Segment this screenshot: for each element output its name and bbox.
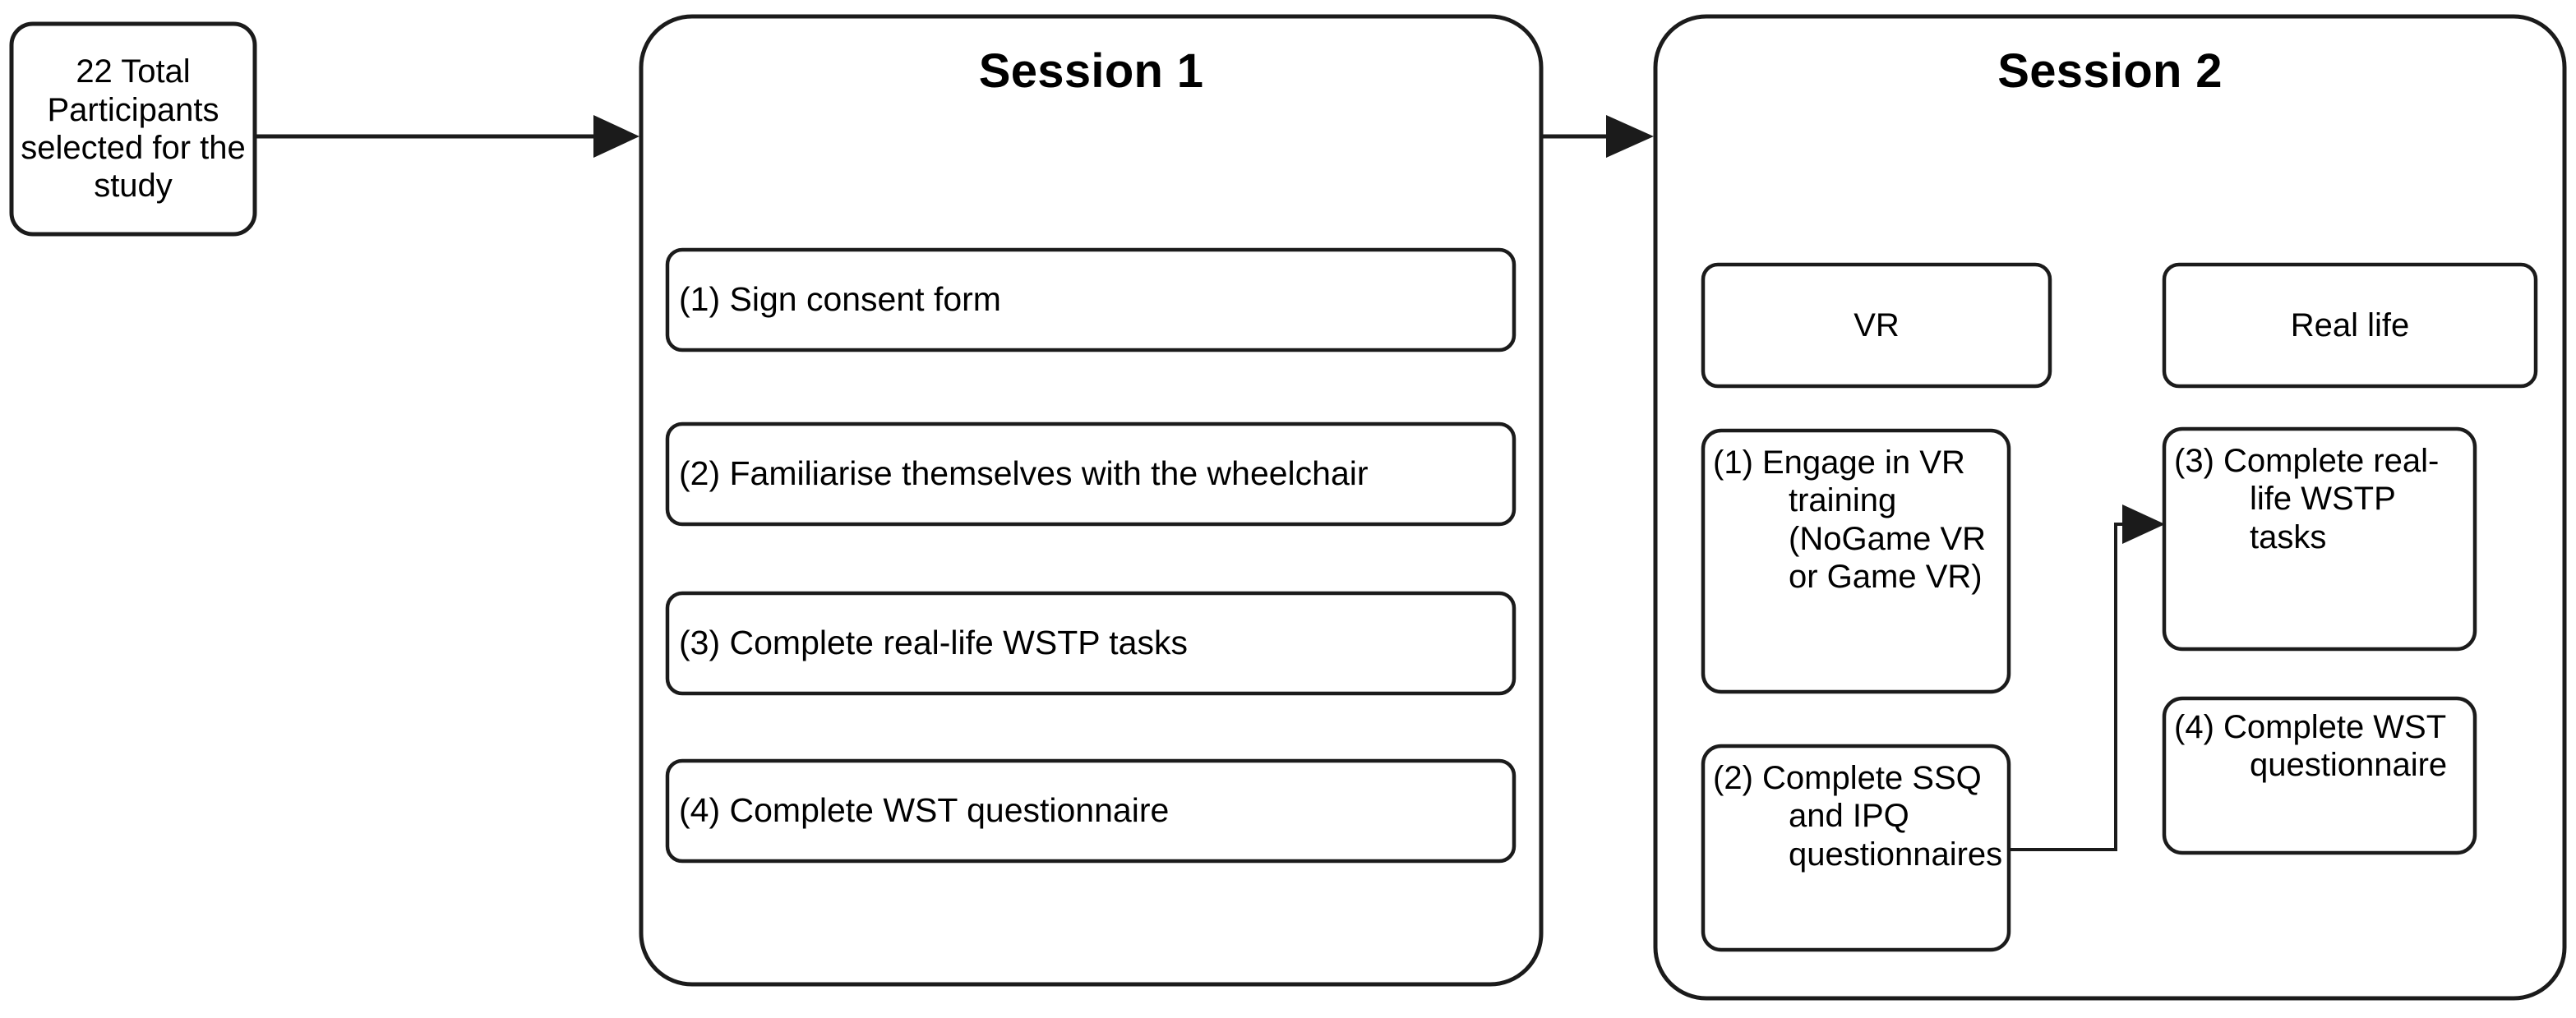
session1-step-3[interactable]: (3) Complete real-life WSTP tasks bbox=[665, 591, 1517, 696]
session2-reallife-step-4-shape bbox=[2162, 696, 2477, 855]
session2-vr-step-2[interactable]: (2) Complete SSQ and IPQ questionnaires bbox=[1701, 744, 2011, 952]
session1-step-4-text-area: (4) Complete WST questionnaire bbox=[679, 791, 1170, 830]
session1-title: Session 1 bbox=[978, 44, 1204, 99]
session2-title-area: Session 2 bbox=[1997, 44, 2223, 99]
session1-step-2[interactable]: (2) Familiarise themselves with the whee… bbox=[665, 421, 1517, 527]
session2-column-reallife-header-label: Real life bbox=[2290, 306, 2410, 343]
intake-node-text-area: 22 Total Participants selected for the s… bbox=[21, 53, 246, 205]
arrow-vr-step2-to-reallife-step3-head bbox=[2122, 504, 2165, 544]
arrow-intake-to-session1 bbox=[255, 115, 639, 158]
session1-title-area: Session 1 bbox=[978, 44, 1204, 99]
session1-step-4[interactable]: (4) Complete WST questionnaire bbox=[665, 758, 1517, 864]
session1-step-2-label: (2) Familiarise themselves with the whee… bbox=[679, 454, 1369, 493]
session2-column-vr-header-text-area: VR bbox=[1854, 306, 1900, 343]
arrow-session1-to-session2-head bbox=[1606, 115, 1654, 158]
session1-step-3-label: (3) Complete real-life WSTP tasks bbox=[679, 624, 1188, 662]
session2-vr-step-1-text-area: (1) Engage in VR training (NoGame VR or … bbox=[1713, 445, 1987, 596]
session2-column-vr-header-shape bbox=[1701, 262, 2052, 389]
intake-node-label: 22 Total Participants selected for the s… bbox=[21, 53, 246, 205]
session2-reallife-step-3[interactable]: (3) Complete real-life WSTP tasks bbox=[2162, 426, 2477, 652]
session2-column-reallife-header-text-area: Real life bbox=[2290, 306, 2410, 343]
session1-container[interactable]: Session 1 (1) Sign consent form (2) Fami… bbox=[639, 14, 1544, 987]
arrow-session1-to-session2 bbox=[1541, 115, 1654, 158]
session1-step-1-shape bbox=[665, 247, 1517, 352]
session2-reallife-step-3-label: (3) Complete real-life WSTP tasks bbox=[2174, 443, 2440, 555]
session2-container[interactable]: Session 2 VR Real life bbox=[1653, 14, 2567, 1001]
session2-vr-step-1-shape bbox=[1701, 428, 2011, 694]
session1-step-1[interactable]: (1) Sign consent form bbox=[665, 247, 1517, 352]
session2-column-reallife-header[interactable]: Real life bbox=[2162, 262, 2538, 389]
arrow-vr-step2-to-reallife-step3 bbox=[2009, 504, 2165, 851]
arrow-intake-to-session1-head bbox=[593, 115, 639, 158]
intake-node[interactable]: 22 Total Participants selected for the s… bbox=[9, 21, 257, 237]
arrow-vr-step2-to-reallife-step3-line bbox=[2009, 523, 2126, 851]
session2-column-vr-header-label: VR bbox=[1854, 306, 1900, 343]
session1-step-4-shape bbox=[665, 758, 1517, 864]
session2-vr-step-1-label: (1) Engage in VR training (NoGame VR or … bbox=[1713, 445, 1987, 596]
session2-column-vr-header[interactable]: VR bbox=[1701, 262, 2052, 389]
session1-step-1-text-area: (1) Sign consent form bbox=[679, 280, 1001, 319]
session2-reallife-step-4-text-area: (4) Complete WST questionnaire bbox=[2174, 709, 2448, 784]
session1-step-4-label: (4) Complete WST questionnaire bbox=[679, 791, 1170, 830]
session1-step-3-text-area: (3) Complete real-life WSTP tasks bbox=[679, 624, 1188, 662]
session2-column-reallife-header-shape bbox=[2162, 262, 2538, 389]
session2-reallife-step-4[interactable]: (4) Complete WST questionnaire bbox=[2162, 696, 2477, 855]
session2-vr-step-1[interactable]: (1) Engage in VR training (NoGame VR or … bbox=[1701, 428, 2011, 694]
session2-reallife-step-3-text-area: (3) Complete real-life WSTP tasks bbox=[2174, 443, 2440, 555]
session1-step-3-shape bbox=[665, 591, 1517, 696]
session1-step-2-shape bbox=[665, 421, 1517, 527]
session2-vr-step-2-text-area: (2) Complete SSQ and IPQ questionnaires bbox=[1713, 760, 2003, 873]
session2-reallife-step-4-label: (4) Complete WST questionnaire bbox=[2174, 709, 2448, 784]
session2-vr-step-2-label: (2) Complete SSQ and IPQ questionnaires bbox=[1713, 760, 2003, 873]
session1-step-1-label: (1) Sign consent form bbox=[679, 280, 1001, 319]
session2-reallife-step-3-shape bbox=[2162, 426, 2477, 652]
session1-step-2-text-area: (2) Familiarise themselves with the whee… bbox=[679, 454, 1369, 493]
intake-node-shape bbox=[9, 21, 257, 237]
session2-title: Session 2 bbox=[1997, 44, 2223, 99]
